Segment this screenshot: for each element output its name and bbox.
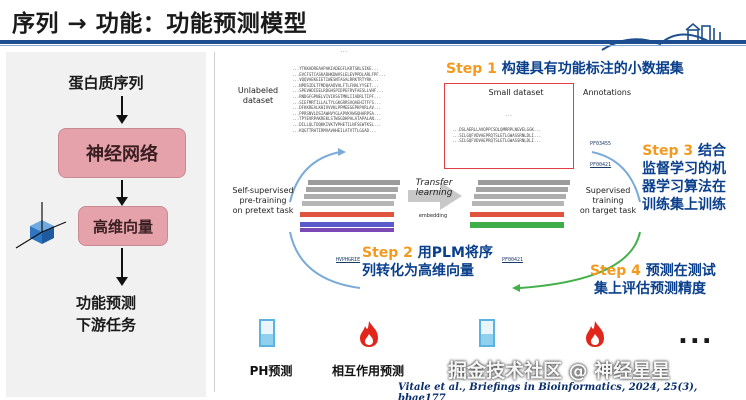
- transfer-line1: Transfer: [415, 178, 453, 188]
- beaker-icon: [479, 319, 495, 347]
- small-dataset-label: Small dataset: [488, 88, 544, 97]
- unlabeled-sequences: ...YTKKADREAAPAKIADEGFLKRTSKLSIKE......E…: [292, 66, 386, 133]
- step1-text: 构建具有功能标注的小数据集: [501, 61, 684, 77]
- labeled-sequence-line: ...DSLAERLLAVQPPCSDLQMRRPLNGVELGGK...: [452, 127, 542, 132]
- supervised-label: Supervised training on target task: [572, 186, 644, 216]
- self-supervised-label: Self-supervised pre-training on pretext …: [222, 186, 304, 216]
- dots-mid: ...: [505, 112, 513, 117]
- step3-caption: Step 3 结合 监督学习的机 器学习算法在 训练集上训练: [630, 142, 726, 214]
- step2-text-b: 列转化为高维向量: [362, 263, 474, 279]
- protein-sequence-label: 蛋白质序列: [68, 74, 144, 92]
- step3-text-b: 监督学习的机: [642, 161, 726, 177]
- step4-caption: Step 4 预测在测试 集上评估预测精度: [590, 262, 716, 298]
- arrow-down-icon: [116, 96, 128, 124]
- fire-icon: [360, 321, 378, 347]
- unlabeled-dataset-label: Unlabeled dataset: [228, 86, 288, 106]
- unlabeled-line1: Unlabeled: [237, 86, 279, 95]
- ph-prediction-label: PH预测: [249, 364, 293, 378]
- selfsup-line1: Self-supervised: [232, 186, 294, 195]
- 3d-axes-cube-icon: [15, 202, 67, 249]
- arrow-down-icon: [116, 248, 128, 286]
- annotations-label: Annotations: [582, 88, 632, 97]
- labeled-sequence-line: ...SILGQFVDVAEPRQTSLETLGWASSRNLDLI...: [452, 132, 542, 138]
- unlabeled-sequence-line: ...YTKKADREAAPAKIADEGFLKRTSKLSIKE...: [292, 66, 379, 71]
- dots-top: ...: [340, 48, 348, 53]
- more-ellipsis: ...: [678, 320, 714, 350]
- step4-label: Step 4: [590, 263, 641, 279]
- step4-text-a: 预测在测试: [645, 263, 716, 279]
- model-layer-stacks: [300, 180, 570, 232]
- neural-network-box: 神经网络: [58, 128, 186, 178]
- transfer-line2: learning: [415, 188, 453, 198]
- flow-arrows: [289, 148, 641, 292]
- step3-label: Step 3: [642, 143, 694, 159]
- function-prediction-label: 功能预测: [75, 294, 136, 312]
- high-dim-vector-box: 高维向量: [78, 206, 168, 246]
- beaker-icon: [259, 319, 275, 347]
- interaction-prediction-label: 相互作用预测: [331, 364, 404, 378]
- labeled-sequence-line: ...SILGQFVDVAEPRQTSLETLGWASSRNLDLI...: [452, 138, 542, 144]
- unlabeled-sequence-line: ...DILLQLTDQKKIVKTVPHETILNFSEWTKSL...: [292, 121, 382, 127]
- unlabeled-sequence-line: ...SIEFMRTILLALTYLGKGRRSVQAEHITFFS...: [292, 99, 382, 105]
- step2-caption: Step 2 用PLM将序 列转化为高维向量: [362, 244, 493, 280]
- downstream-task-label: 下游任务: [75, 316, 136, 334]
- unlabeled-sequence-line: ...RNDGFGPNELVIVIKSGTMKLIIADRLTIPF...: [292, 93, 382, 99]
- labeled-sequences: ...DSLAERLLAVQPPCSDLQMRRPLNGVELGGK......…: [452, 127, 541, 144]
- university-logo-icon: [601, 22, 738, 51]
- header-divider: [0, 40, 746, 44]
- step1-caption: Step 1 构建具有功能标注的小数据集: [446, 60, 684, 78]
- annotation-id-2: PF00421: [590, 162, 612, 168]
- annotation-id-1: PF03455: [590, 141, 612, 147]
- step1-label: Step 1: [446, 61, 497, 77]
- unlabeled-sequence-line: ...KQGTTRHTIRMVAVHHEILATVTTLGGAD...: [292, 127, 377, 133]
- step4-text-b: 集上评估预测精度: [594, 281, 706, 297]
- step3-text-a: 结合: [698, 143, 726, 159]
- unlabeled-sequence-line: ...PPRSNVLDSIAWHVYGLAPVKVWSQHARPSA...: [292, 110, 382, 116]
- embedding-label: embedding: [418, 213, 448, 219]
- sup-line1: Supervised: [585, 186, 631, 195]
- unlabeled-sequence-line: ...EVCFSTCASKADHKDWVSLELEVPPDLARLFPF...: [292, 71, 386, 77]
- unlabeled-line2: dataset: [242, 96, 274, 105]
- sup-line3: on target task: [579, 206, 637, 215]
- step2-text-a: 用PLM将序: [417, 245, 493, 261]
- pretrain-stack: [300, 180, 400, 232]
- unlabeled-sequence-line: ...DFKKREALKHIVVVKLPPMEEGEPKPVRLAV...: [292, 105, 382, 111]
- small-dataset-frame: [444, 83, 574, 169]
- step2-label: Step 2: [362, 245, 413, 261]
- fire-icon: [586, 321, 604, 347]
- bottom-id-left: HVPHGRIE: [336, 257, 361, 263]
- transfer-learning-label: Transfer learning: [404, 178, 464, 198]
- sup-line2: training: [592, 196, 624, 205]
- header-divider-thin: [0, 45, 746, 46]
- pipeline-panel: 蛋白质序列 神经网络 高维向量 功能预测 下游任务: [6, 52, 206, 397]
- page-title: 序列 → 功能：功能预测模型: [12, 11, 308, 37]
- citation: Vitale et al., Briefings in Bioinformati…: [398, 382, 698, 400]
- step3-text-d: 训练集上训练: [642, 197, 726, 213]
- arrow-down-icon: [116, 180, 128, 206]
- annotation-ids: PF03455 PF00421: [590, 127, 611, 176]
- finetune-stack: [470, 180, 570, 228]
- bottom-id-right: PF00421: [502, 257, 524, 263]
- panel-divider: [214, 52, 215, 392]
- unlabeled-sequence-line: ...VQQVAEKEIETIWESNTAGALRRKTRTYRK...: [292, 77, 379, 83]
- unlabeled-sequence-line: ...NPDSIDLTFMDQAADVALFTLFNALYYSET...: [292, 82, 379, 88]
- unlabeled-sequence-line: ...TPYEVRPAKREKLSTWSGDHPALATAPALAN...: [292, 116, 382, 122]
- selfsup-line3: on pretext task: [232, 206, 294, 215]
- watermark: 掘金技术社区 @ 神经星星: [448, 360, 671, 382]
- selfsup-line2: pre-training: [239, 196, 287, 205]
- step3-text-c: 器学习算法在: [642, 179, 726, 195]
- unlabeled-sequence-line: ...SPEVHDIEELRDGHSPIDPEFRVFAESLLVHF...: [292, 88, 384, 94]
